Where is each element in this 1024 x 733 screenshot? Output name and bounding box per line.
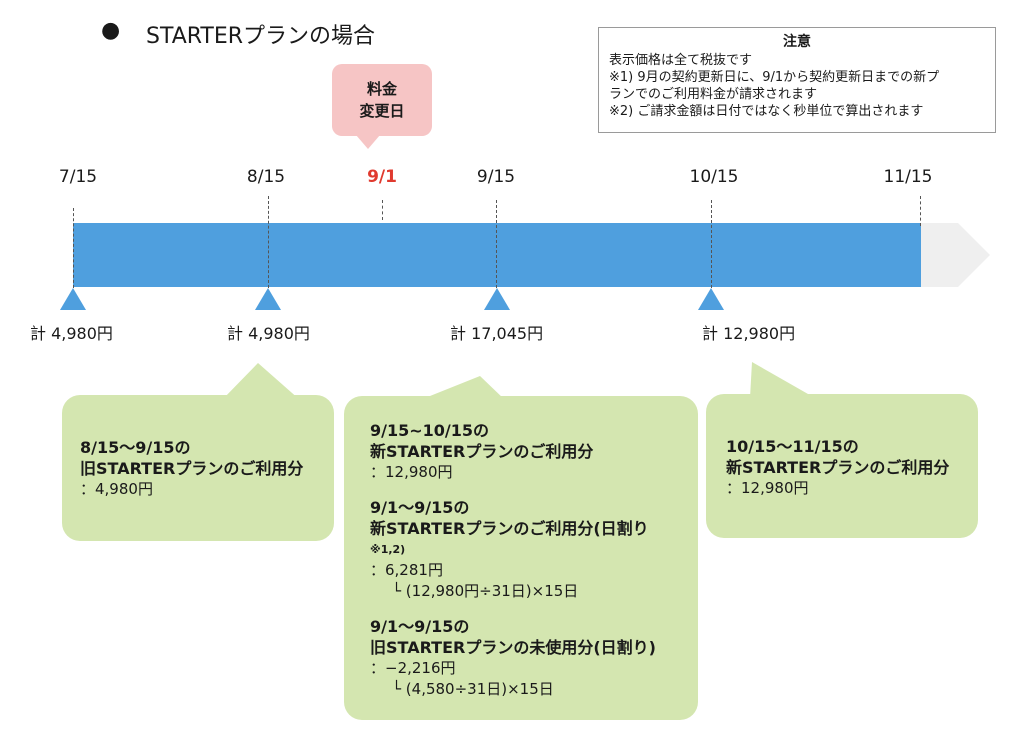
date-label: 11/15: [883, 167, 933, 187]
bubble-calculation: └ (4,580÷31日)×15日: [392, 680, 554, 698]
payment-marker-icon: [255, 288, 281, 310]
callout-line-2: 変更日: [359, 102, 405, 120]
bubble-title: 8/15〜9/15の: [80, 438, 191, 457]
bubble-amount: ：4,980円: [80, 480, 153, 498]
bubble-amount: ：12,980円: [726, 479, 809, 497]
bubble-title: 旧STARTERプランのご利用分: [80, 459, 304, 478]
callout-tail: [356, 135, 380, 149]
payment-total: 計 4,980円: [30, 324, 113, 343]
timeline-tick: [73, 208, 74, 288]
bubble-amount: ：6,281円: [370, 561, 443, 579]
payment-marker-icon: [484, 288, 510, 310]
note-line: ランでのご利用料金が請求されます: [609, 87, 818, 102]
bubble-amount: ：12,980円: [370, 463, 453, 481]
date-label: 10/15: [689, 167, 739, 187]
bubble-title: 9/1〜9/15の: [370, 617, 470, 636]
timeline-tick: [920, 196, 921, 226]
payment-marker-icon: [60, 288, 86, 310]
payment-total: 計 4,980円: [227, 324, 310, 343]
change-date-callout: 料金 変更日: [332, 64, 432, 136]
date-label: 9/15: [476, 167, 516, 187]
timeline-tick: [268, 196, 269, 288]
note-line: ※2) ご請求金額は日付ではなく秒単位で算出されます: [609, 104, 924, 119]
date-label-highlight: 9/1: [367, 167, 397, 187]
payment-marker-icon: [698, 288, 724, 310]
bubble-old-plan: 8/15〜9/15の 旧STARTERプランのご利用分 ：4,980円: [62, 395, 334, 541]
bubble-calculation: └ (12,980円÷31日)×15日: [392, 582, 579, 600]
bubble-title: 旧STARTERプランの未使用分(日割り): [370, 638, 656, 657]
bubble-title: 9/1〜9/15の: [370, 498, 470, 517]
timeline-bar: [73, 223, 921, 287]
bubble-title: 10/15〜11/15の: [726, 437, 859, 456]
payment-total: 計 17,045円: [450, 324, 544, 343]
timeline-tick: [382, 200, 383, 220]
callout-line-1: 料金: [366, 80, 397, 98]
bubble-title: 新STARTERプランのご利用分(日割り: [370, 519, 649, 538]
bubble-footnote-ref: ※1,2): [370, 543, 406, 556]
heading-bullet: ●: [101, 18, 121, 43]
timeline-tick: [711, 200, 712, 288]
bubble-breakdown: 9/15~10/15の 新STARTERプランのご利用分 ：12,980円 9/…: [344, 396, 698, 720]
note-box: 注意 表示価格は全て税抜です ※1) 9月の契約更新日に、9/1から契約更新日ま…: [598, 27, 996, 133]
bubble-title: 9/15~10/15の: [370, 421, 490, 440]
payment-total: 計 12,980円: [702, 324, 796, 343]
bubble-amount: ：−2,216円: [370, 659, 456, 677]
note-title: 注意: [783, 34, 811, 50]
bubble-title: 新STARTERプランのご利用分: [726, 458, 950, 477]
bubble-title: 新STARTERプランのご利用分: [370, 442, 594, 461]
timeline-arrow-extension: [918, 223, 990, 287]
date-label: 7/15: [58, 167, 98, 187]
note-line: ※1) 9月の契約更新日に、9/1から契約更新日までの新プ: [609, 70, 940, 85]
timeline-tick: [496, 200, 497, 288]
date-label: 8/15: [246, 167, 286, 187]
bubble-new-plan: 10/15〜11/15の 新STARTERプランのご利用分 ：12,980円: [706, 394, 978, 538]
note-line: 表示価格は全て税抜です: [609, 53, 753, 68]
page-title: STARTERプランの場合: [146, 24, 376, 49]
